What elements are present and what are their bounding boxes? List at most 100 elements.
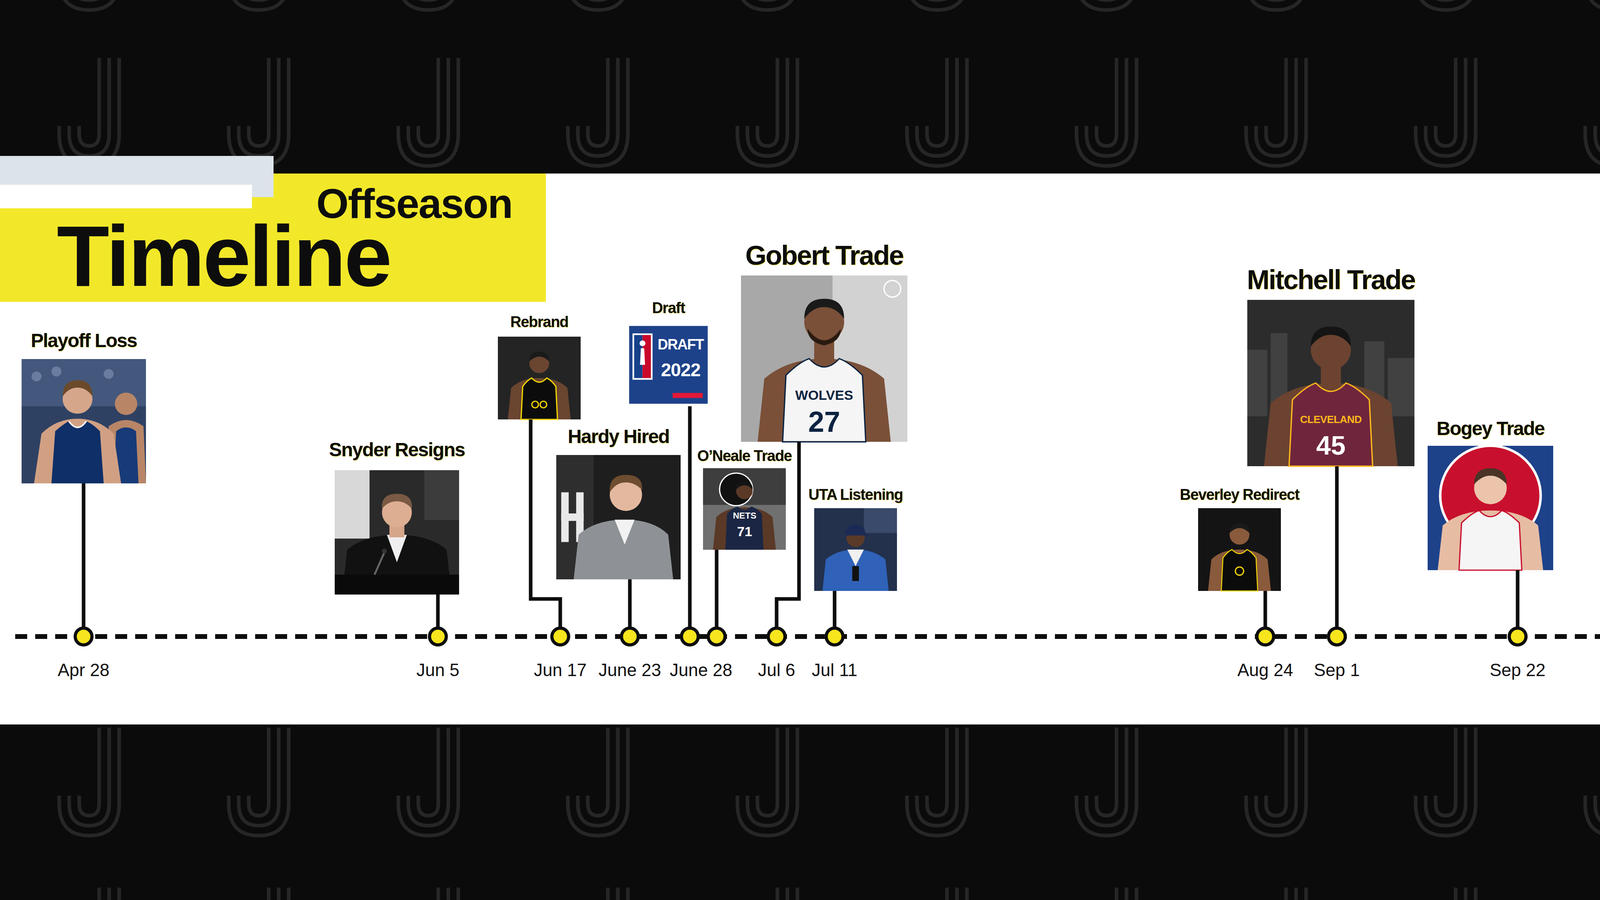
- event-card: Playoff Loss: [21, 328, 146, 484]
- photo: [529, 351, 550, 362]
- date-label: Jul 6: [758, 660, 796, 681]
- photo: [1247, 349, 1268, 417]
- photo: [62, 380, 93, 397]
- jersey-number: 45: [1316, 430, 1346, 462]
- event-title: Beverley Redirect: [1179, 485, 1299, 505]
- photo: [639, 348, 646, 365]
- photo: [1235, 567, 1244, 576]
- photo: [381, 548, 387, 554]
- title-panel: [0, 184, 252, 209]
- photo: [609, 475, 643, 493]
- photo: [573, 519, 674, 580]
- photo: [334, 470, 460, 595]
- event-title: Mitchell Trade: [1246, 261, 1415, 298]
- date-label: Jul 11: [811, 660, 858, 681]
- photo: [31, 371, 42, 382]
- timeline-stem: [776, 441, 800, 637]
- timeline-dot: [429, 628, 447, 646]
- photo: [814, 508, 897, 592]
- photo: [424, 470, 460, 520]
- photo: [1427, 445, 1554, 571]
- photo: [387, 535, 408, 563]
- event-title: O’Neale Trade: [697, 446, 792, 466]
- event-title: Rebrand: [510, 312, 569, 332]
- date-label: Sep 22: [1489, 660, 1546, 681]
- photo: [719, 473, 753, 506]
- timeline-dot: [1256, 628, 1274, 646]
- photo: [21, 359, 146, 484]
- photo: [626, 323, 711, 407]
- photo: [114, 392, 138, 416]
- photo: [1208, 549, 1271, 592]
- photo: [1289, 383, 1373, 467]
- timeline-stem: [688, 406, 692, 637]
- date-label: June 28: [669, 660, 733, 681]
- photo: [33, 418, 122, 484]
- jersey-number: 27: [808, 405, 841, 439]
- photo: [741, 275, 908, 442]
- bands: [0, 724, 1600, 900]
- photo: [741, 275, 908, 442]
- photo: [626, 323, 711, 407]
- photo: [374, 552, 385, 575]
- event-card: Beverley Redirect: [1198, 485, 1281, 592]
- photo: [1437, 510, 1544, 571]
- event-card: Hardy Hired: [556, 424, 681, 580]
- photo: [1198, 508, 1281, 592]
- photo: [51, 366, 62, 377]
- event-title: Draft: [651, 298, 685, 318]
- bands: [0, 0, 1600, 174]
- timeline-stem: [530, 419, 561, 637]
- date-label: Apr 28: [57, 660, 110, 681]
- photo: [334, 470, 370, 539]
- timeline-dot: [768, 628, 786, 646]
- photo: [497, 336, 581, 420]
- timeline-dot: [826, 628, 843, 646]
- photo: [884, 280, 901, 298]
- timeline-stem: [81, 483, 86, 637]
- jersey-text: WOLVES: [795, 387, 854, 404]
- photo: [334, 574, 460, 595]
- photo: [1459, 510, 1523, 571]
- event-title: Playoff Loss: [30, 328, 137, 354]
- photo: [1247, 299, 1415, 467]
- photo: [521, 378, 558, 420]
- photo: [1198, 508, 1281, 592]
- photo: [736, 481, 753, 490]
- title-panel: [0, 155, 546, 302]
- timeline-dot: [681, 628, 699, 646]
- photo: [639, 340, 646, 346]
- timeline-dot: [621, 628, 639, 646]
- photo: [804, 298, 845, 319]
- photo: [807, 328, 841, 346]
- photo: [1229, 523, 1250, 534]
- timeline-axis: [15, 634, 1600, 640]
- photo: [822, 549, 889, 592]
- photo: [1387, 358, 1415, 417]
- timeline-dot: [1509, 628, 1527, 646]
- event-card: Bogey Trade: [1427, 416, 1554, 571]
- photo: [703, 468, 786, 550]
- photo: [847, 549, 864, 567]
- event-title: UTA Listening: [808, 485, 903, 505]
- photo: [852, 566, 859, 582]
- date-label: Jun 5: [416, 660, 460, 681]
- photo: [614, 519, 635, 545]
- photo: [725, 506, 764, 550]
- photo: [632, 333, 653, 380]
- logo-text: 2022: [661, 359, 701, 381]
- photo: [863, 508, 897, 534]
- event-card: Snyder Resigns: [334, 437, 460, 595]
- timeline-dot: [1328, 628, 1346, 646]
- photo: [782, 358, 866, 442]
- photo: [556, 455, 681, 580]
- jersey-number: 71: [737, 523, 753, 540]
- timeline-dot: [551, 628, 569, 646]
- photo: [21, 359, 146, 484]
- timeline-stem: [715, 549, 719, 637]
- photo: [1474, 468, 1507, 485]
- photo: [757, 358, 891, 442]
